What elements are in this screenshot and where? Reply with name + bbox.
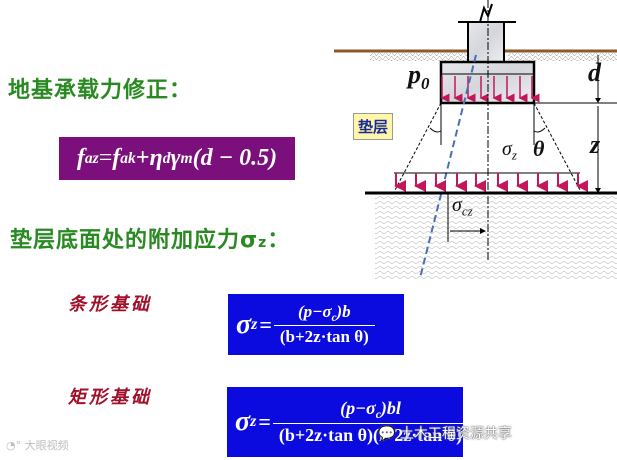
formula-denominator: (b+2z·tan θ) (273, 324, 375, 347)
numerator-part: )b (336, 302, 351, 322)
formula-term: γ (170, 145, 181, 171)
numerator-part: )bl (380, 398, 401, 419)
p0-text: p (408, 60, 421, 89)
watermark-logo-icon: ◔° (6, 439, 22, 452)
watermark-bottom-left: ◔° 大眼视频 (6, 437, 69, 453)
theta-arc-right (533, 127, 546, 133)
stress-spread-left (394, 102, 442, 191)
label-strip-foundation: 条形基础 (68, 294, 152, 315)
foundation-pad-diagram (334, 0, 617, 280)
sigma-z-pressure-arrows (394, 173, 588, 192)
formula-subscript: az (84, 149, 99, 167)
formula-equals: = (98, 145, 113, 171)
numerator-part: (p−σ (297, 302, 332, 322)
p0-pressure-arrows (440, 76, 540, 103)
soil-hatch (375, 193, 617, 280)
formula-fraction: (p−σc)b (b+2z·tan θ) (273, 302, 375, 347)
label-rect-foundation: 矩形基础 (68, 387, 152, 408)
sigma-subscript: cz (461, 203, 473, 219)
ground-hatch (508, 53, 617, 61)
watermark-text: 大眼视频 (24, 439, 69, 452)
formula-plus: + (135, 145, 150, 171)
heading-text: 垫层底面处的附加应力σ (10, 228, 259, 253)
pad-layer-label: 垫层 (353, 113, 394, 140)
label-sigma-z: σz (502, 138, 517, 164)
heading-subscript: z (258, 235, 268, 251)
formula-term: (d − 0.5) (192, 145, 278, 171)
heading-additional-stress: 垫层底面处的附加应力σz： (10, 222, 290, 254)
stress-spread-right (533, 102, 581, 191)
numerator-subscript: c (375, 408, 381, 422)
p0-subscript: 0 (421, 73, 430, 93)
formula-subscript: m (180, 149, 193, 167)
sigma-text: σ (452, 194, 462, 216)
formula-equals: = (259, 311, 272, 337)
formula-equals: = (258, 409, 271, 434)
ground-hatch (370, 53, 470, 61)
column-break-zigzag (479, 3, 493, 23)
formula-term: f (112, 145, 121, 171)
inclined-dashed-line (419, 54, 477, 279)
numerator-subscript: c (331, 311, 337, 324)
formula-subscript: z (251, 315, 258, 333)
label-d: d (588, 58, 601, 87)
heading-colon: ： (267, 228, 291, 253)
wechat-icon: 💬 (378, 426, 396, 442)
label-theta: θ (533, 136, 545, 161)
formula-term: f (76, 145, 85, 171)
formula-subscript: z (250, 413, 257, 430)
sigma-text: σ (502, 138, 512, 160)
label-z: z (590, 130, 601, 159)
theta-arc-left (429, 127, 442, 133)
label-sigma-cz: σcz (452, 194, 473, 220)
watermark-text: 土木工程资源共享 (399, 426, 512, 442)
column (467, 21, 505, 63)
formula-denominator: (b+2z·tan θ)(l+2z·tan θ) (272, 422, 469, 446)
formula-numerator: (p−σc)b (292, 302, 357, 325)
formula-sigma: σ (236, 308, 252, 340)
formula-subscript: d (162, 149, 171, 167)
sigma-subscript: z (511, 147, 517, 163)
numerator-part: (p−σ (340, 398, 376, 419)
label-p0: p0 (408, 60, 429, 94)
formula-sigma: σ (235, 406, 251, 437)
formula-fraction: (p−σc)bl (b+2z·tan θ)(l+2z·tan θ) (272, 398, 469, 446)
formula-subscript: ak (120, 149, 136, 167)
formula-term: η (149, 145, 163, 171)
watermark-bottom-right: 💬 土木工程资源共享 (378, 423, 512, 443)
formula-numerator: (p−σc)bl (334, 398, 407, 422)
heading-bearing-capacity-correction: 地基承载力修正： (8, 78, 193, 103)
